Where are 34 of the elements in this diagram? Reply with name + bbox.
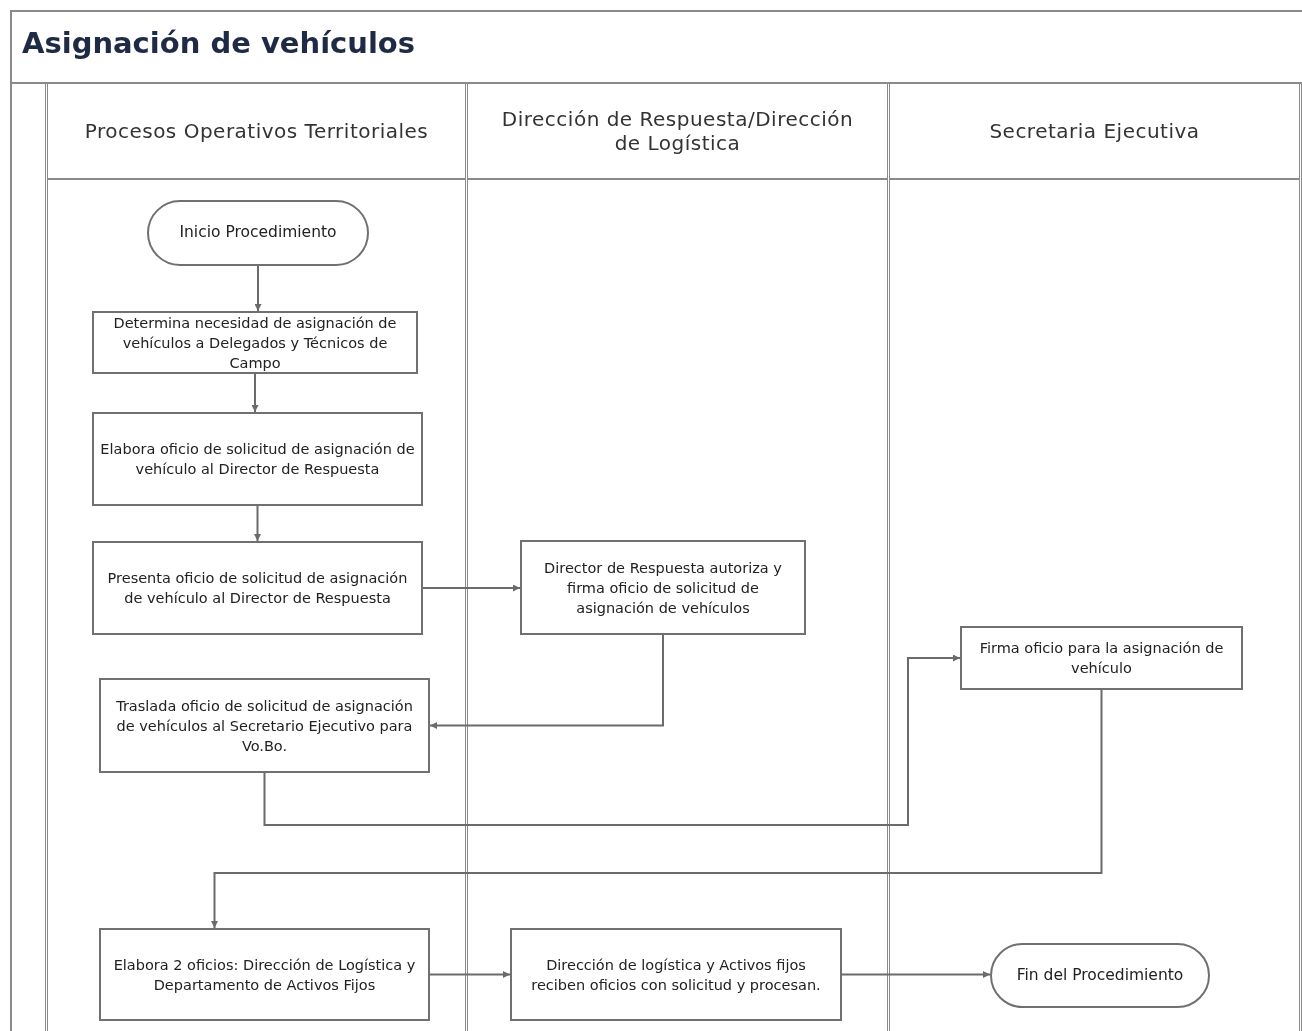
lane-header: Procesos Operativos Territoriales (48, 84, 465, 180)
process-box (520, 540, 806, 635)
box-text: Determina necesidad de asignación de vehículos a Delegados y Técnicos de Campo (112, 313, 398, 373)
arrow (251, 373, 259, 413)
box-text: Director de Respuesta autoriza y firma oficio de solicitud de asignación de vehículos (543, 558, 783, 618)
process-box (92, 311, 418, 374)
swimlane (890, 84, 1302, 1031)
arrow (254, 505, 261, 542)
arrow (254, 265, 262, 312)
arrow (429, 971, 511, 978)
diagram-title: Asignación de vehículos (22, 26, 416, 60)
box-text: Presenta oficio de solicitud de asignación de vehículo al Director de Respuesta (106, 569, 409, 608)
arrow (429, 634, 664, 729)
arrow (263, 654, 961, 826)
lane-header: Secretaria Ejecutiva (890, 84, 1299, 180)
box-text: Elabora oficio de solicitud de asignación de vehículo al Director de Respuesta (100, 440, 415, 479)
process-box (99, 928, 430, 1021)
arrow (211, 689, 1103, 929)
arrow (422, 584, 521, 592)
process-box (510, 928, 842, 1021)
lane-header: Dirección de Respuesta/Dirección de Logística (468, 84, 887, 180)
swimlane (48, 84, 468, 1031)
process-box (960, 626, 1243, 690)
process-box (92, 412, 423, 506)
box-text: Traslada oficio de solicitud de asignación de vehículos al Secretario Ejecutivo para Vo.Bo. (115, 696, 414, 756)
box-text: Fin del Procedimiento (1016, 964, 1184, 986)
box-text: Dirección de logística y Activos fijos reciben oficios con solicitud y procesan. (530, 955, 822, 995)
process-box (92, 541, 423, 635)
box-text: Firma oficio para la asignación de vehículo (978, 639, 1225, 678)
swimlane (468, 84, 890, 1031)
process-box (99, 678, 430, 773)
box-text: Elabora 2 oficios: Dirección de Logística y Departamento de Activos Fijos (112, 955, 417, 995)
box-text: Inicio Procedimiento (179, 222, 337, 244)
arrow (841, 971, 991, 978)
